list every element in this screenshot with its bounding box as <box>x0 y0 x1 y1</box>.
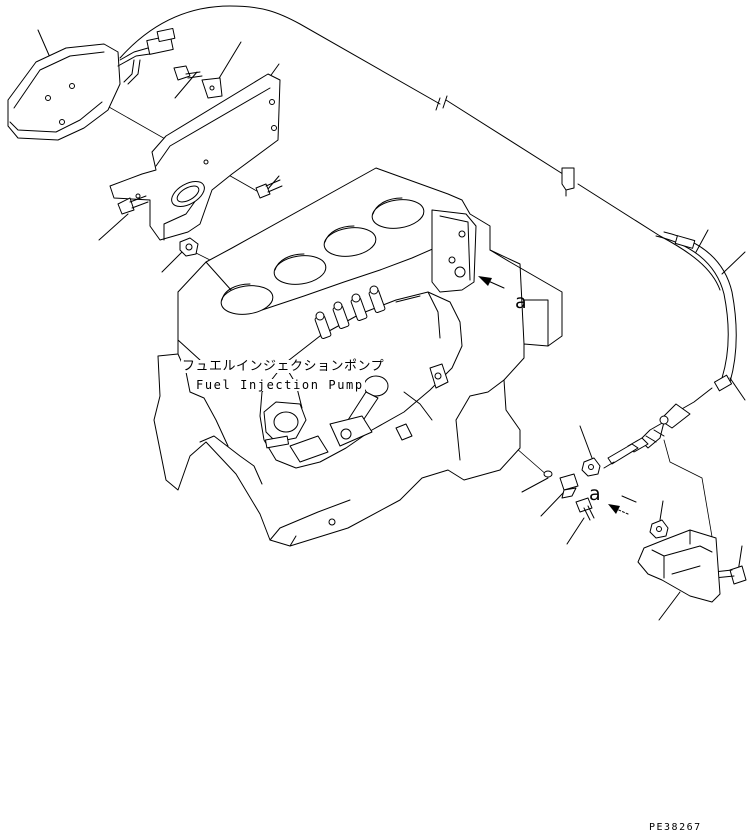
fuel-injection-pump-label-en: Fuel Injection Pump <box>195 378 365 392</box>
upper-fasteners <box>117 65 283 257</box>
delivery-valves <box>314 285 386 339</box>
cable-cover <box>7 27 223 141</box>
reference-mark-a-top: a <box>515 291 527 313</box>
cable-bracket <box>637 529 721 603</box>
lower-fasteners <box>543 457 747 585</box>
reference-arrows <box>478 276 637 515</box>
throttle-cable <box>119 5 737 469</box>
fuel-injection-pump-label-jp: フュエルインジェクションポンプ <box>181 359 386 374</box>
reference-mark-a-bottom: a <box>589 483 601 505</box>
figure-code: PE38267 <box>649 822 702 833</box>
mounting-plate <box>109 73 281 241</box>
